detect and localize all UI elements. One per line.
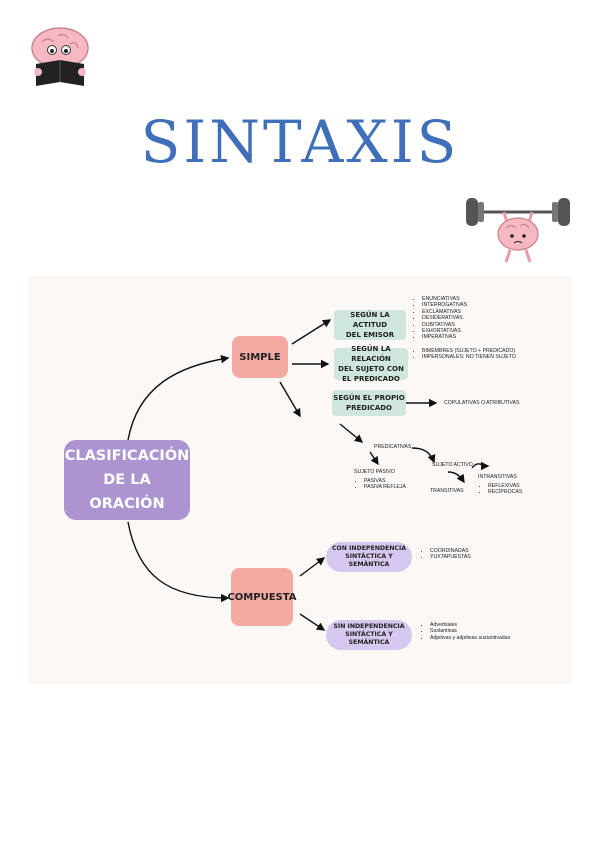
branch-line: DEL EMISOR [345, 331, 395, 339]
branch-line: SEMÁNTICA [348, 561, 390, 568]
branch-line: SEGÚN EL PROPIO [333, 394, 405, 402]
list-item: Adverbiales [430, 622, 510, 628]
intransitivas-list: REFLEXIVAS RECÍPROCAS [478, 483, 522, 496]
list-item: IMPERATIVAS [422, 334, 467, 340]
list-item: EXCLAMATIVAS [422, 309, 467, 315]
branch-line: SEGÚN LA ACTITUD [350, 311, 390, 329]
con-independencia-list: COORDINADAS YUXTAPUESTAS [420, 548, 471, 561]
actitud-emisor-list: ENUNCIATIVAS INTERROGATIVAS EXCLAMATIVAS… [412, 296, 467, 341]
sujeto-pasivo-list: PASIVAS PASIVA REFLEJA [354, 478, 406, 491]
branch-line: SEMÁNTICA [348, 639, 390, 646]
branch-line: SINTÁCTICA Y [345, 553, 393, 560]
connector-lines [127, 319, 490, 631]
branch-actitud-emisor: SEGÚN LA ACTITUD DEL EMISOR [334, 310, 406, 340]
list-item: EXHORTATIVAS [422, 328, 467, 334]
root-node: CLASIFICACIÓN DE LA ORACIÓN [64, 440, 190, 520]
branch-sin-independencia: SIN INDEPENDENCIA SINTÁCTICA Y SEMÁNTICA [326, 620, 412, 650]
copulativas-label: COPULATIVAS O ATRIBUTIVAS [444, 400, 520, 406]
branch-line: SIN INDEPENDENCIA [333, 623, 405, 630]
root-line-2: DE LA ORACIÓN [89, 472, 165, 512]
brain-lifting-weights-icon [466, 198, 570, 263]
list-item: PASIVA REFLEJA [364, 484, 406, 490]
branch-line: DEL SUJETO CON [338, 365, 404, 373]
sujeto-pasivo-label: SUJETO PASIVO [354, 469, 395, 475]
branch-relacion-sujeto: SEGÚN LA RELACIÓN DEL SUJETO CON EL PRED… [334, 345, 408, 383]
sin-independencia-list: Adverbiales Sustantivas Adjetivas y adje… [420, 622, 510, 641]
list-item: YUXTAPUESTAS [430, 554, 471, 560]
list-item: DUBITATIVAS [422, 322, 467, 328]
list-item: RECÍPROCAS [488, 489, 522, 495]
sujeto-activo-label: SUJETO ACTIVO [432, 462, 473, 468]
list-item: ENUNCIATIVAS [422, 296, 467, 302]
branch-con-independencia: CON INDEPENDENCIA SINTÁCTICA Y SEMÁNTICA [326, 542, 412, 572]
relacion-sujeto-list: BIMEMBRES (SUJETO + PREDICADO) IMPERSONA… [412, 348, 532, 361]
transitivas-label: TRANSITIVAS [430, 488, 464, 494]
compuesta-label: COMPUESTA [227, 591, 297, 603]
root-line-1: CLASIFICACIÓN [64, 448, 190, 464]
page-title: SINTAXIS [140, 108, 460, 176]
simple-node: SIMPLE [232, 336, 288, 378]
list-item: PASIVAS [364, 478, 406, 484]
branch-line: CON INDEPENDENCIA [331, 545, 407, 552]
compuesta-node: COMPUESTA [227, 568, 297, 626]
branch-line: SINTÁCTICA Y [345, 631, 393, 638]
list-item: Sustantivas [430, 628, 510, 634]
list-item: IMPERSONALES: NO TIENEN SUJETO [422, 354, 532, 360]
list-item: Adjetivas y adjetivas sustantivadas [430, 635, 510, 641]
branch-propio-predicado: SEGÚN EL PROPIO PREDICADO [332, 390, 406, 416]
list-item: REFLEXIVAS [488, 483, 522, 489]
mind-map: CLASIFICACIÓN DE LA ORACIÓN SIMPLE SEGÚN… [28, 276, 572, 684]
intransitivas-label: INTRANSITIVAS [478, 474, 517, 480]
brain-reading-book-icon [31, 27, 89, 86]
list-item: INTERROGATIVAS [422, 302, 467, 308]
list-item: COORDINADAS [430, 548, 471, 554]
branch-line: EL PREDICADO [342, 375, 400, 383]
list-item: BIMEMBRES (SUJETO + PREDICADO) [422, 348, 532, 354]
simple-label: SIMPLE [239, 351, 281, 363]
branch-line: SEGÚN LA RELACIÓN [351, 345, 391, 363]
list-item: DESIDERATIVAS [422, 315, 467, 321]
branch-line: PREDICADO [345, 404, 393, 412]
predicativas-label: PREDICATIVAS [374, 444, 412, 450]
